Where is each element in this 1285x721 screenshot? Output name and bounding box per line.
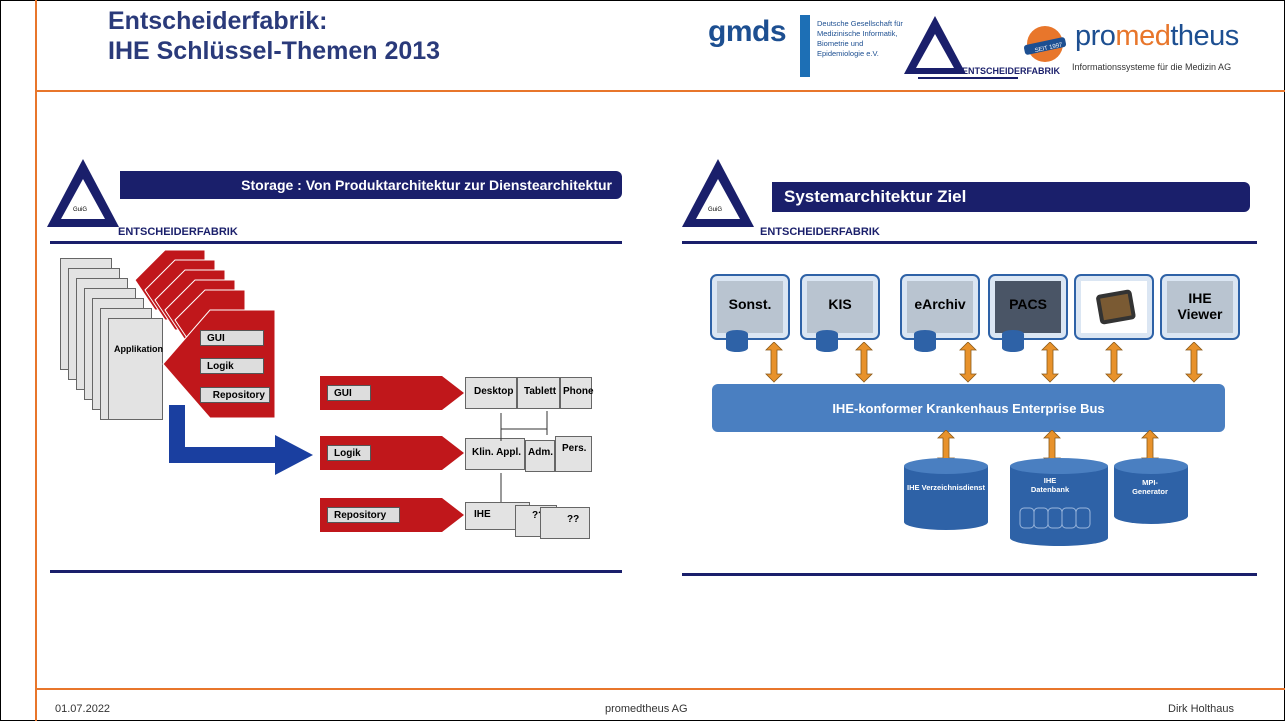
promedtheus-subtitle: Informationssysteme für die Medizin AG [1072, 62, 1232, 72]
right-top-bar [682, 241, 1257, 244]
enterprise-bus: IHE-konformer Krankenhaus Enterprise Bus [712, 384, 1225, 432]
database-cylinders [904, 458, 1188, 546]
svg-text:SEIT 1997: SEIT 1997 [1034, 42, 1064, 54]
gmds-bar [800, 15, 810, 77]
header-divider [35, 90, 1285, 92]
layer-connector-lines [500, 411, 548, 502]
box-desktop: Desktop [465, 377, 517, 409]
box-phone: Phone [560, 377, 594, 409]
layer-gui-label: GUI [327, 385, 371, 401]
tablet-icon [1096, 289, 1136, 325]
header-ef-text: ENTSCHEIDERFABRIK [962, 66, 1061, 76]
left-ef-text: ENTSCHEIDERFABRIK [118, 226, 238, 238]
promedtheus-logo-icon: SEIT 1997 [1023, 26, 1067, 62]
system-ihe-viewer: IHE Viewer [1160, 274, 1240, 340]
system-bus-arrows [765, 342, 1203, 383]
footer-date: 01.07.2022 [55, 703, 111, 715]
stack-repository-label: Repository [200, 387, 270, 403]
svg-text:GuiG: GuiG [708, 207, 722, 213]
box-tablett: Tablett [517, 377, 560, 409]
stack-gui-label: GUI [200, 330, 264, 346]
left-ef-logo-icon: GuiG [47, 159, 119, 227]
promedtheus-logo-text: promedtheus [1075, 20, 1239, 52]
left-accent-line [35, 0, 37, 721]
system-tablet [1074, 274, 1154, 340]
title-line-2: IHE Schlüssel-Themen 2013 [108, 37, 441, 65]
stack-logik-label: Logik [200, 358, 264, 374]
svg-text:GuiG: GuiG [73, 207, 87, 213]
right-band-title: Systemarchitektur Ziel [772, 182, 1250, 212]
applikation-label: Applikation [114, 344, 163, 354]
layer-logik-label: Logik [327, 445, 371, 461]
left-top-bar [50, 241, 622, 244]
footer-divider [35, 688, 1285, 690]
system-pacs: PACS [988, 274, 1068, 340]
db-verzeichnisdienst: IHE Verzeichnisdienst [907, 483, 985, 492]
db-mpi-generator: MPI-Generator [1132, 478, 1168, 496]
layer-repository-label: Repository [327, 507, 400, 523]
box-adm: Adm. [525, 440, 555, 472]
left-band-title: Storage : Von Produktarchitektur zur Die… [120, 171, 622, 199]
slide-title: Entscheiderfabrik: IHE Schlüssel-Themen … [108, 6, 440, 66]
right-ef-text: ENTSCHEIDERFABRIK [760, 226, 880, 238]
box-unknown-2: ?? [540, 507, 590, 539]
right-bottom-bar [682, 573, 1257, 576]
entscheiderfabrik-logo [904, 16, 1018, 79]
footer-company: promedtheus AG [605, 703, 688, 715]
left-bottom-bar [50, 570, 622, 573]
title-line-1: Entscheiderfabrik: [108, 7, 328, 35]
footer-author: Dirk Holthaus [1168, 703, 1235, 715]
system-earchiv: eArchiv [900, 274, 980, 340]
db-datenbank: IHE Datenbank [1030, 476, 1070, 494]
system-db-icons [726, 330, 1024, 352]
system-sonst: Sonst. [710, 274, 790, 340]
right-ef-logo-icon: GuiG [682, 159, 754, 227]
box-klin-appl: Klin. Appl. [465, 438, 525, 470]
blue-transform-arrow [169, 405, 313, 475]
gmds-subtitle: Deutsche Gesellschaft für Medizinische I… [817, 19, 903, 58]
gmds-logo: gmds [708, 15, 787, 48]
system-kis: KIS [800, 274, 880, 340]
box-pers: Pers. [555, 436, 592, 472]
